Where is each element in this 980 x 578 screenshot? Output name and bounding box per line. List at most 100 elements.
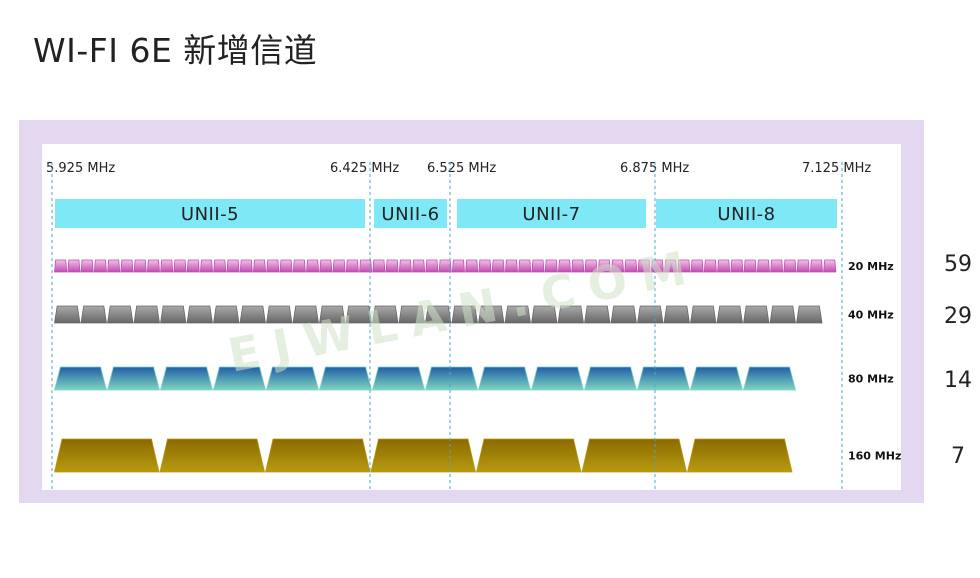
channel-block xyxy=(359,259,373,273)
frequency-label: 6.425 MHz xyxy=(330,161,399,176)
channel-block xyxy=(478,305,505,324)
channel-block xyxy=(265,366,320,391)
channel-block xyxy=(610,305,637,324)
channel-block xyxy=(93,259,107,273)
channel-block xyxy=(610,259,625,273)
channel-block xyxy=(571,259,585,273)
channel-block xyxy=(742,366,797,391)
channel-block xyxy=(306,259,320,273)
channel-block xyxy=(664,259,678,273)
channel-count: 14 xyxy=(944,368,972,393)
channel-block xyxy=(332,259,346,273)
channel-block xyxy=(53,438,160,473)
channel-block xyxy=(385,259,399,273)
channel-width-label: 20 MHz xyxy=(848,260,894,273)
channel-block xyxy=(54,259,68,273)
channel-block xyxy=(107,259,121,273)
channel-block xyxy=(159,366,214,391)
channel-block xyxy=(637,259,651,273)
channel-block xyxy=(743,259,757,273)
channel-block xyxy=(438,259,452,273)
channel-block xyxy=(504,305,531,324)
channel-width-label: 80 MHz xyxy=(848,373,894,386)
channel-block xyxy=(518,259,532,273)
channel-block xyxy=(756,259,770,273)
channel-block xyxy=(743,305,770,324)
channel-block xyxy=(239,259,253,273)
band-label: UNII-8 xyxy=(717,204,775,225)
channel-block xyxy=(663,305,690,324)
channel-block xyxy=(252,259,267,273)
channel-block xyxy=(477,366,532,391)
channel-block xyxy=(703,259,717,273)
channel-block xyxy=(557,259,572,273)
channel-block xyxy=(319,305,346,324)
channel-block xyxy=(637,305,664,324)
channel-block xyxy=(292,259,306,273)
channel-block xyxy=(318,366,373,391)
channel-block xyxy=(279,259,293,273)
page-title: WI-FI 6E 新增信道 xyxy=(33,31,318,70)
channel-block xyxy=(213,305,240,324)
channel-block xyxy=(398,305,425,324)
channel-block xyxy=(199,259,214,273)
channel-block xyxy=(690,259,704,273)
channel-block xyxy=(106,366,161,391)
channel-block xyxy=(717,259,731,273)
channel-block xyxy=(796,305,823,324)
channel-block xyxy=(624,259,638,273)
frequency-label: 5.925 MHz xyxy=(46,161,115,176)
channel-block xyxy=(212,366,267,391)
channel-block xyxy=(530,366,585,391)
channel-block xyxy=(266,305,293,324)
channel-block xyxy=(372,305,399,324)
channel-block xyxy=(690,305,717,324)
band-bar xyxy=(374,199,447,228)
channel-block xyxy=(783,259,797,273)
channel-block xyxy=(583,366,638,391)
channel-block xyxy=(451,259,465,273)
band-label: UNII-6 xyxy=(381,204,439,225)
channel-block xyxy=(796,259,810,273)
channel-block xyxy=(650,259,664,273)
channel-block xyxy=(730,259,744,273)
band-label: UNII-5 xyxy=(181,204,239,225)
channel-block xyxy=(107,305,134,324)
channel-block xyxy=(160,305,187,324)
channel-block xyxy=(398,259,412,273)
channel-block xyxy=(504,259,519,273)
channel-block xyxy=(412,259,426,273)
channel-block xyxy=(133,305,160,324)
channel-block xyxy=(769,305,796,324)
channel-block xyxy=(689,366,744,391)
channel-block xyxy=(345,305,372,324)
channel-count: 59 xyxy=(944,252,972,277)
channel-block xyxy=(770,259,784,273)
channel-block xyxy=(186,305,213,324)
channel-block xyxy=(491,259,505,273)
channel-block xyxy=(425,259,439,273)
channel-block xyxy=(716,305,743,324)
band-bar xyxy=(457,199,646,228)
channel-block xyxy=(264,438,371,473)
channel-block xyxy=(173,259,187,273)
channel-block xyxy=(677,259,691,273)
channel-width-label: 160 MHz xyxy=(848,450,901,463)
channel-block xyxy=(133,259,147,273)
channel-block xyxy=(478,259,492,273)
frequency-label: 7.125 MHz xyxy=(802,161,871,176)
channel-block xyxy=(584,305,611,324)
channel-block xyxy=(80,259,94,273)
channel-count: 29 xyxy=(944,304,972,329)
channel-block xyxy=(160,259,174,273)
channel-block xyxy=(319,259,333,273)
channel-block xyxy=(581,438,688,473)
channel-block xyxy=(557,305,584,324)
channel-block xyxy=(146,259,161,273)
channel-block xyxy=(809,259,824,273)
channel-block xyxy=(425,305,452,324)
band-bar xyxy=(656,199,837,228)
band-bar xyxy=(55,199,365,228)
